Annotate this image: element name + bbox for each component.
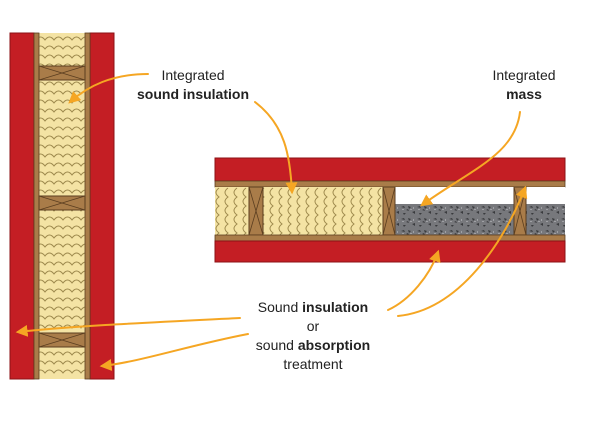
label-integrated-sound-insulation-line1: Integrated [161, 67, 225, 83]
floor-bottom-layer [214, 240, 566, 263]
wall-left-layer [9, 32, 35, 380]
wall-insulation-wave [35, 351, 90, 356]
label-treatment-line3: sound absorption [233, 336, 393, 355]
label-integrated-mass-line2: mass [506, 86, 542, 102]
label-integrated-mass: Integrated mass [474, 66, 574, 104]
wall-left-stud-edge [33, 32, 40, 380]
label-treatment-line1: Sound insulation [233, 298, 393, 317]
wall-insulation-wave [35, 171, 90, 176]
wall-insulation-wave [35, 162, 90, 167]
floor-insulation-wave [377, 187, 382, 235]
wall-insulation-wave [35, 279, 90, 284]
wall-insulation-wave [35, 180, 90, 185]
floor-insulation-wave [305, 187, 310, 235]
label-treatment-line1-bold: insulation [302, 299, 369, 315]
arrow-to-floor-top-layer [397, 185, 528, 317]
label-treatment-line2: or [306, 318, 320, 334]
floor-mass [395, 204, 565, 235]
label-integrated-sound-insulation: Integrated sound insulation [128, 66, 258, 104]
floor-bottom-strip [214, 234, 566, 242]
wall-blocking-2 [38, 195, 86, 211]
wall-insulation-wave [35, 225, 90, 230]
floor-top-strip [214, 180, 566, 188]
wall-insulation-wave [35, 261, 90, 266]
wall-insulation-wave [35, 189, 90, 194]
label-treatment-line3-bold: absorption [297, 337, 371, 353]
floor-insulation-wave [359, 187, 364, 235]
floor-insulation-wave [332, 187, 337, 235]
wall-blocking-3 [38, 332, 86, 348]
floor-section [214, 157, 566, 263]
label-treatment-line3-pre: sound [255, 337, 298, 353]
floor-insulation-wave [260, 187, 265, 235]
wall-right-layer [89, 32, 115, 380]
floor-top-layer [214, 157, 566, 182]
wall-insulation-wave [35, 36, 90, 41]
floor-insulation-wave [233, 187, 238, 235]
floor-insulation-wave [323, 187, 328, 235]
floor-insulation-wave [350, 187, 355, 235]
floor-joist-2 [382, 186, 396, 236]
floor-joist-1 [248, 186, 264, 236]
arrow-to-floor-mass [420, 111, 521, 207]
wall-insulation-wave [35, 108, 90, 113]
label-treatment-line1-pre: Sound [257, 299, 303, 315]
wall-section [9, 32, 115, 380]
wall-insulation-wave [35, 81, 90, 86]
wall-insulation-wave [35, 153, 90, 158]
arrow-to-wall-left-layer [15, 317, 241, 337]
floor-insulation-wave [278, 187, 283, 235]
floor-insulation-wave [287, 187, 292, 235]
arrow-to-floor-bottom-layer [387, 249, 441, 311]
wall-insulation-wave [35, 306, 90, 311]
wall-insulation-wave [35, 369, 90, 374]
wall-insulation-wave [35, 360, 90, 365]
floor-insulation-wave [296, 187, 301, 235]
wall-insulation-wave [35, 45, 90, 50]
wall-insulation-wave [35, 288, 90, 293]
wall-insulation-wave [35, 243, 90, 248]
floor-insulation [215, 187, 383, 235]
label-integrated-sound-insulation-line2: sound insulation [137, 86, 249, 102]
wall-insulation-wave [35, 135, 90, 140]
wall-insulation-wave [35, 207, 90, 212]
arrow-to-floor-insulation [254, 101, 298, 195]
wall-insulation-wave [35, 126, 90, 131]
wall-insulation-wave [35, 234, 90, 239]
floor-insulation-wave [341, 187, 346, 235]
arrow-to-wall-insulation [68, 73, 149, 104]
floor-insulation-wave [269, 187, 274, 235]
wall-insulation-wave [35, 297, 90, 302]
wall-insulation-wave [35, 270, 90, 275]
floor-insulation-wave [368, 187, 373, 235]
wall-insulation-wave [35, 117, 90, 122]
label-treatment: Sound insulation or sound absorption tre… [233, 298, 393, 374]
wall-insulation-wave [35, 144, 90, 149]
arrow-to-wall-right-layer [99, 333, 249, 371]
floor-insulation-wave [215, 187, 220, 235]
floor-insulation-wave [224, 187, 229, 235]
wall-blocking-1 [38, 65, 86, 81]
label-integrated-mass-line1: Integrated [492, 67, 556, 83]
floor-insulation-wave [242, 187, 247, 235]
label-treatment-line4: treatment [283, 356, 343, 372]
floor-insulation-wave [314, 187, 319, 235]
wall-insulation-wave [35, 315, 90, 320]
wall-insulation-wave [35, 54, 90, 59]
wall-insulation-wave [35, 252, 90, 257]
wall-insulation-wave [35, 216, 90, 221]
